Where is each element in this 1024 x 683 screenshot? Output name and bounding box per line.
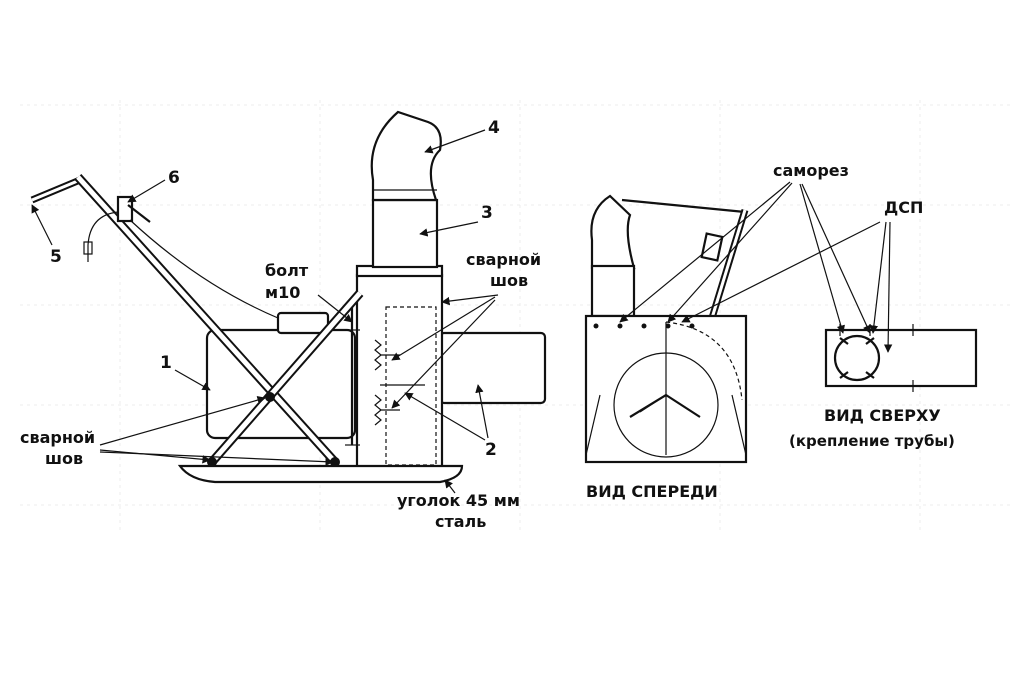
elbow-4	[370, 110, 442, 202]
label-weld-left-line2: шов	[45, 449, 83, 468]
top-view-pipe	[833, 334, 881, 382]
front-elbow	[590, 194, 636, 270]
caption-top-view-line2: (крепление трубы)	[789, 432, 955, 450]
caption-top-view-line1: ВИД СВЕРХУ	[824, 406, 941, 425]
label-dsp: ДСП	[884, 198, 923, 217]
skid-angle	[177, 464, 464, 484]
pipe-3	[371, 198, 439, 269]
vertical-casing	[355, 273, 444, 470]
label-bolt-line1: болт	[265, 261, 309, 280]
label-bolt-line2: м10	[265, 283, 300, 302]
label-5: 5	[50, 247, 62, 267]
label-6: 6	[168, 168, 180, 188]
label-4: 4	[488, 118, 500, 138]
label-samorez: саморез	[773, 161, 849, 180]
label-weld-left-line1: сварной	[20, 428, 95, 447]
caption-front-view: ВИД СПЕРЕДИ	[586, 482, 718, 501]
top-view	[824, 324, 978, 392]
label-weld-right-line2: шов	[490, 271, 528, 290]
side-view	[30, 110, 547, 484]
label-3: 3	[481, 203, 493, 223]
label-angle-line1: уголок 45 мм	[397, 491, 520, 510]
label-angle-line2: сталь	[435, 512, 486, 531]
label-2: 2	[485, 440, 497, 460]
engine-top	[276, 311, 330, 335]
label-weld-right-line1: сварной	[466, 250, 541, 269]
front-view	[584, 194, 749, 464]
cable	[87, 211, 119, 262]
label-1: 1	[160, 353, 172, 373]
housing-side-box	[438, 331, 547, 405]
